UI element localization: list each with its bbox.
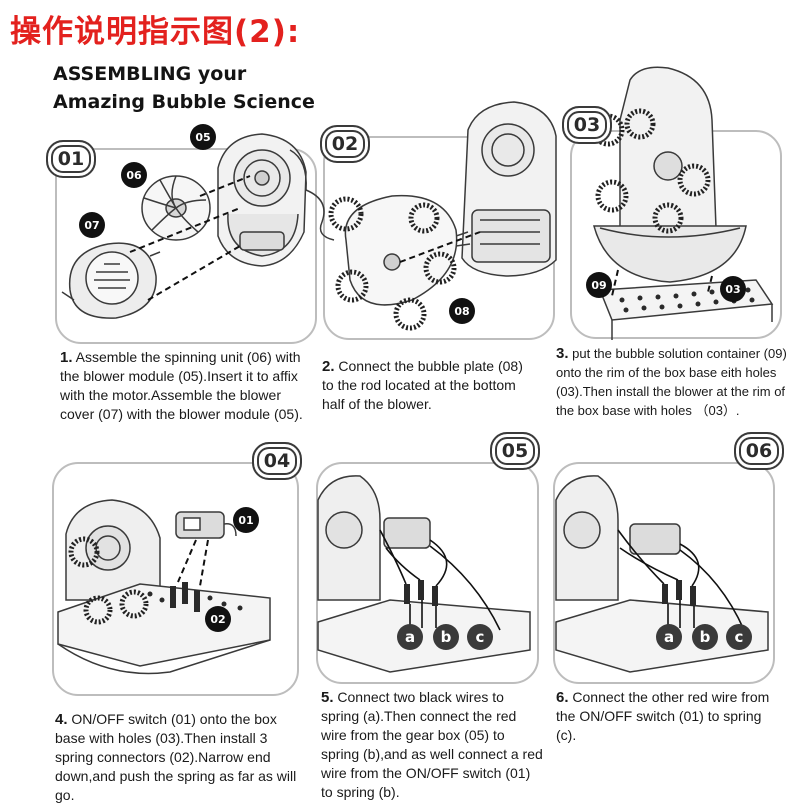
spring-label-c: c bbox=[467, 624, 493, 650]
step-4-panel bbox=[52, 462, 299, 696]
step-2-badge: 02 bbox=[320, 125, 370, 163]
step-1-panel bbox=[55, 148, 317, 344]
step-5-description: Connect two black wires to spring (a).Th… bbox=[321, 689, 543, 800]
step-4-badge: 04 bbox=[252, 442, 302, 480]
step-3-text: 3. put the bubble solution container (09… bbox=[556, 344, 794, 420]
part-tag-03: 03 bbox=[720, 276, 746, 302]
step-6-text: 6. Connect the other red wire from the O… bbox=[556, 688, 781, 745]
step-1-description: Assemble the spinning unit (06) with the… bbox=[60, 349, 303, 422]
step-3-badge: 03 bbox=[562, 106, 612, 144]
step-3-number: 3. bbox=[556, 345, 569, 362]
step-3-panel bbox=[570, 130, 782, 339]
step-2-description: Connect the bubble plate (08) to the rod… bbox=[322, 358, 523, 412]
part-tag-09: 09 bbox=[586, 272, 612, 298]
step-2-text: 2. Connect the bubble plate (08) to the … bbox=[322, 357, 537, 414]
part-tag-08: 08 bbox=[449, 298, 475, 324]
page-title: ASSEMBLING your Amazing Bubble Science bbox=[53, 60, 315, 116]
step-5-badge: 05 bbox=[490, 432, 540, 470]
part-tag-01: 01 bbox=[233, 507, 259, 533]
title-line-2: Amazing Bubble Science bbox=[53, 91, 315, 113]
spring-label-b-6: b bbox=[692, 624, 718, 650]
step-4-number: 4. bbox=[55, 711, 68, 728]
title-line-1: ASSEMBLING your bbox=[53, 63, 247, 85]
step-6-description: Connect the other red wire from the ON/O… bbox=[556, 689, 770, 743]
step-2-number: 2. bbox=[322, 358, 335, 375]
page-title-chinese: 操作说明指示图(2): bbox=[10, 14, 301, 50]
step-6-number: 6. bbox=[556, 689, 569, 706]
step-3-description: put the bubble solution container (09) o… bbox=[556, 346, 787, 418]
step-4-text: 4. ON/OFF switch (01) onto the box base … bbox=[55, 710, 305, 805]
step-1-text: 1. Assemble the spinning unit (06) with … bbox=[60, 348, 305, 424]
step-6-badge: 06 bbox=[734, 432, 784, 470]
part-tag-07: 07 bbox=[79, 212, 105, 238]
step-5-panel bbox=[316, 462, 539, 684]
step-5-number: 5. bbox=[321, 689, 334, 706]
part-tag-05: 05 bbox=[190, 124, 216, 150]
spring-label-b: b bbox=[433, 624, 459, 650]
step-4-description: ON/OFF switch (01) onto the box base wit… bbox=[55, 711, 297, 803]
part-tag-02: 02 bbox=[205, 606, 231, 632]
step-2-panel bbox=[323, 136, 555, 340]
step-5-text: 5. Connect two black wires to spring (a)… bbox=[321, 688, 543, 802]
spring-label-c-6: c bbox=[726, 624, 752, 650]
part-tag-06: 06 bbox=[121, 162, 147, 188]
step-1-number: 1. bbox=[60, 349, 73, 366]
spring-label-a: a bbox=[397, 624, 423, 650]
step-1-badge: 01 bbox=[46, 140, 96, 178]
spring-label-a-6: a bbox=[656, 624, 682, 650]
step-6-panel bbox=[553, 462, 775, 684]
